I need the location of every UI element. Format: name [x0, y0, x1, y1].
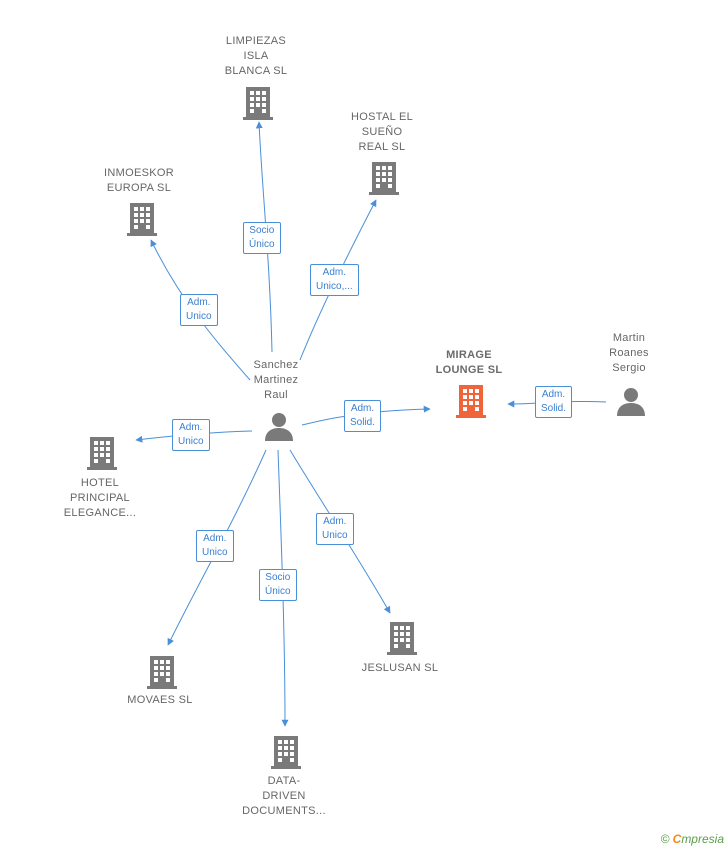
node-label-hostal[interactable]: HOSTAL EL SUEÑO REAL SL — [351, 111, 413, 153]
edge-label-limpiezas[interactable]: Socio Único — [243, 222, 281, 254]
edge-label-datadriven[interactable]: Socio Único — [259, 569, 297, 601]
person-icon[interactable] — [615, 385, 647, 417]
building-icon[interactable] — [368, 160, 400, 196]
node-label-mirage[interactable]: MIRAGE LOUNGE SL — [435, 349, 503, 376]
edge-label-hostal[interactable]: Adm. Unico,... — [310, 264, 359, 296]
building-icon[interactable] — [146, 654, 178, 690]
building-icon[interactable] — [455, 383, 487, 419]
footer-brand[interactable]: ©Cmpresia — [661, 832, 724, 846]
building-icon[interactable] — [242, 85, 274, 121]
building-icon[interactable] — [386, 620, 418, 656]
edge-label-movaes[interactable]: Adm. Unico — [196, 530, 234, 562]
person-icon[interactable] — [263, 410, 295, 442]
edge-label-mirage[interactable]: Adm. Solid. — [344, 400, 382, 432]
building-icon[interactable] — [86, 435, 118, 471]
brand-logo-initial: C — [672, 832, 682, 846]
edge-label-other-to-mirage[interactable]: Adm. Solid. — [535, 386, 573, 418]
building-icon[interactable] — [126, 201, 158, 237]
edge-label-jeslusan[interactable]: Adm. Unico — [316, 513, 354, 545]
copyright-symbol: © — [660, 832, 670, 846]
node-label-limpiezas[interactable]: LIMPIEZAS ISLA BLANCA SL — [224, 35, 288, 77]
edge-label-hotel[interactable]: Adm. Unico — [172, 419, 210, 451]
node-label-movaes[interactable]: MOVAES SL — [127, 694, 193, 706]
node-label-other-person[interactable]: Martin Roanes Sergio — [609, 332, 649, 374]
building-icon[interactable] — [270, 734, 302, 770]
node-label-datadriven[interactable]: DATA- DRIVEN DOCUMENTS... — [242, 775, 326, 817]
node-label-hotel[interactable]: HOTEL PRINCIPAL ELEGANCE... — [63, 477, 137, 519]
node-label-center-person[interactable]: Sanchez Martinez Raul — [253, 359, 299, 401]
edge-label-inmoeskor[interactable]: Adm. Unico — [180, 294, 218, 326]
node-label-inmoeskor[interactable]: INMOESKOR EUROPA SL — [104, 167, 174, 194]
brand-logo-text: mpresia — [681, 832, 724, 846]
node-label-jeslusan[interactable]: JESLUSAN SL — [361, 662, 439, 674]
